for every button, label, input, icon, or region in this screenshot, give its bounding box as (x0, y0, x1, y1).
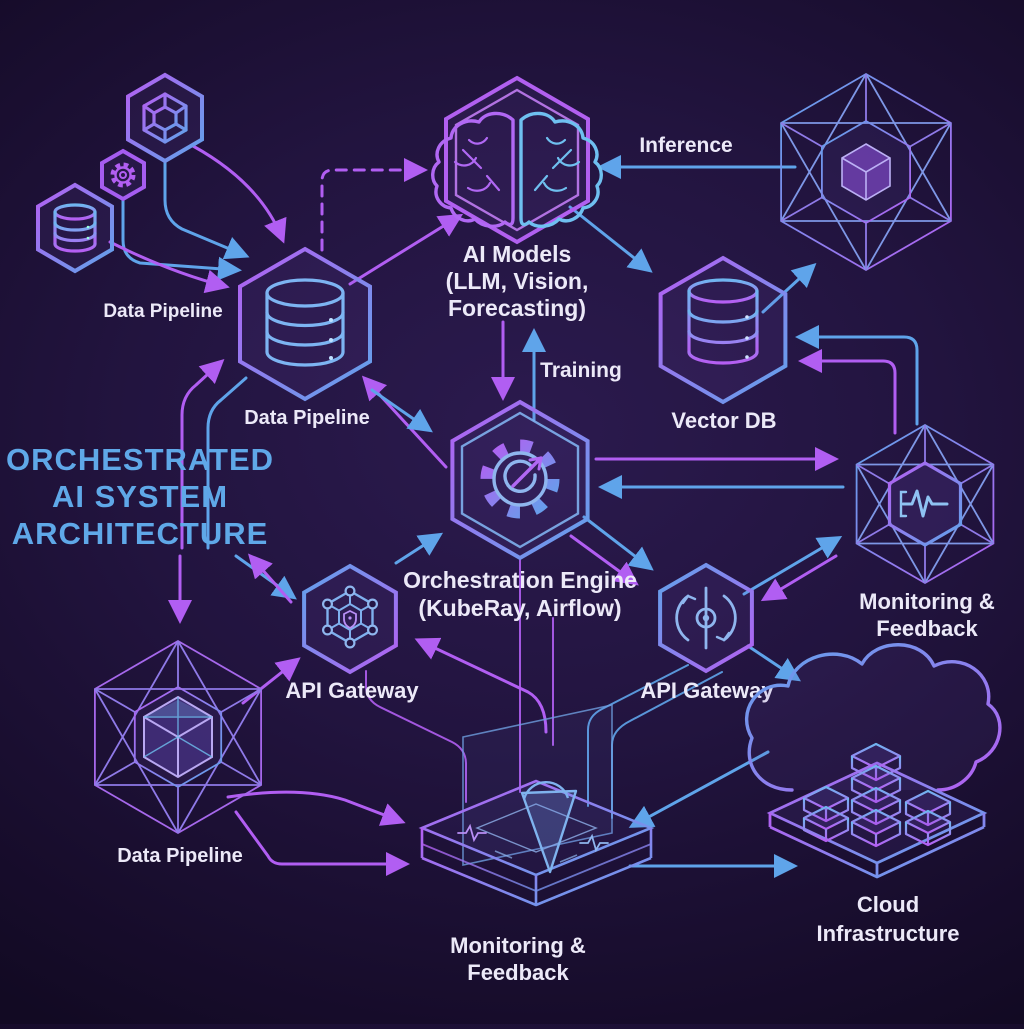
cloud-label-1: Cloud (857, 892, 919, 917)
node-ai-models (431, 75, 603, 245)
gear-icon (110, 162, 136, 188)
node-gem-source (126, 72, 204, 164)
cloud-label-2: Infrastructure (816, 921, 959, 946)
svg-text:AI SYSTEM: AI SYSTEM (52, 479, 228, 514)
ai-models-label-1: AI Models (463, 241, 572, 267)
monitoring-bottom-label-2: Feedback (467, 960, 569, 985)
data-pipeline-top-label: Data Pipeline (103, 301, 222, 322)
data-pipeline-mid-label: Data Pipeline (244, 407, 370, 429)
monitoring-right-label-2: Feedback (876, 616, 978, 641)
mesh-shield-icon (322, 585, 379, 649)
page-title: ORCHESTRATED AI SYSTEM ARCHITECTURE (6, 442, 274, 551)
gear-arrow-icon (480, 439, 560, 519)
node-api-gateway-left (302, 563, 398, 675)
pulse-icon (899, 489, 949, 518)
orchestration-label-1: Orchestration Engine (403, 567, 637, 593)
edges (108, 144, 919, 878)
training-edge-label: Training (540, 359, 622, 382)
platform-funnel-icon (418, 704, 655, 907)
node-inference-hub (780, 72, 952, 272)
node-monitoring-right (855, 423, 995, 585)
database-icon (53, 203, 97, 253)
ai-models-label-3: Forecasting) (448, 295, 586, 321)
node-vector-db (658, 255, 788, 405)
node-data-pipeline-bottom (94, 639, 263, 835)
node-database-source (36, 182, 114, 274)
svg-text:ORCHESTRATED: ORCHESTRATED (6, 442, 274, 477)
vector-db-label: Vector DB (671, 408, 776, 433)
node-api-gateway-right (658, 562, 754, 674)
brain-icon (431, 111, 603, 228)
node-monitoring-bottom (418, 704, 655, 907)
api-gateway-left-label: API Gateway (285, 678, 419, 703)
node-gear-source (100, 148, 146, 202)
orchestration-label-2: (KubeRay, Airflow) (418, 595, 621, 621)
monitoring-bottom-label-1: Monitoring & (450, 933, 586, 958)
node-data-pipeline-mid (238, 246, 372, 402)
gem-icon (142, 92, 188, 144)
database-icon (265, 278, 345, 367)
cube-wireframe-icon (143, 695, 213, 779)
svg-text:ARCHITECTURE: ARCHITECTURE (12, 516, 269, 551)
node-cloud-infrastructure (745, 643, 1002, 879)
sync-arrows-icon (675, 586, 737, 650)
cloud-servers-icon (745, 643, 1002, 879)
inference-edge-label: Inference (639, 134, 732, 157)
ai-models-label-2: (LLM, Vision, (446, 268, 589, 294)
monitoring-right-label-1: Monitoring & (859, 589, 995, 614)
database-icon (687, 278, 759, 365)
node-orchestration-engine (450, 399, 590, 561)
data-pipeline-bottom-label: Data Pipeline (117, 845, 243, 867)
geodesic-hexagon-icon (780, 72, 952, 272)
geodesic-hexagon-icon (94, 639, 263, 835)
